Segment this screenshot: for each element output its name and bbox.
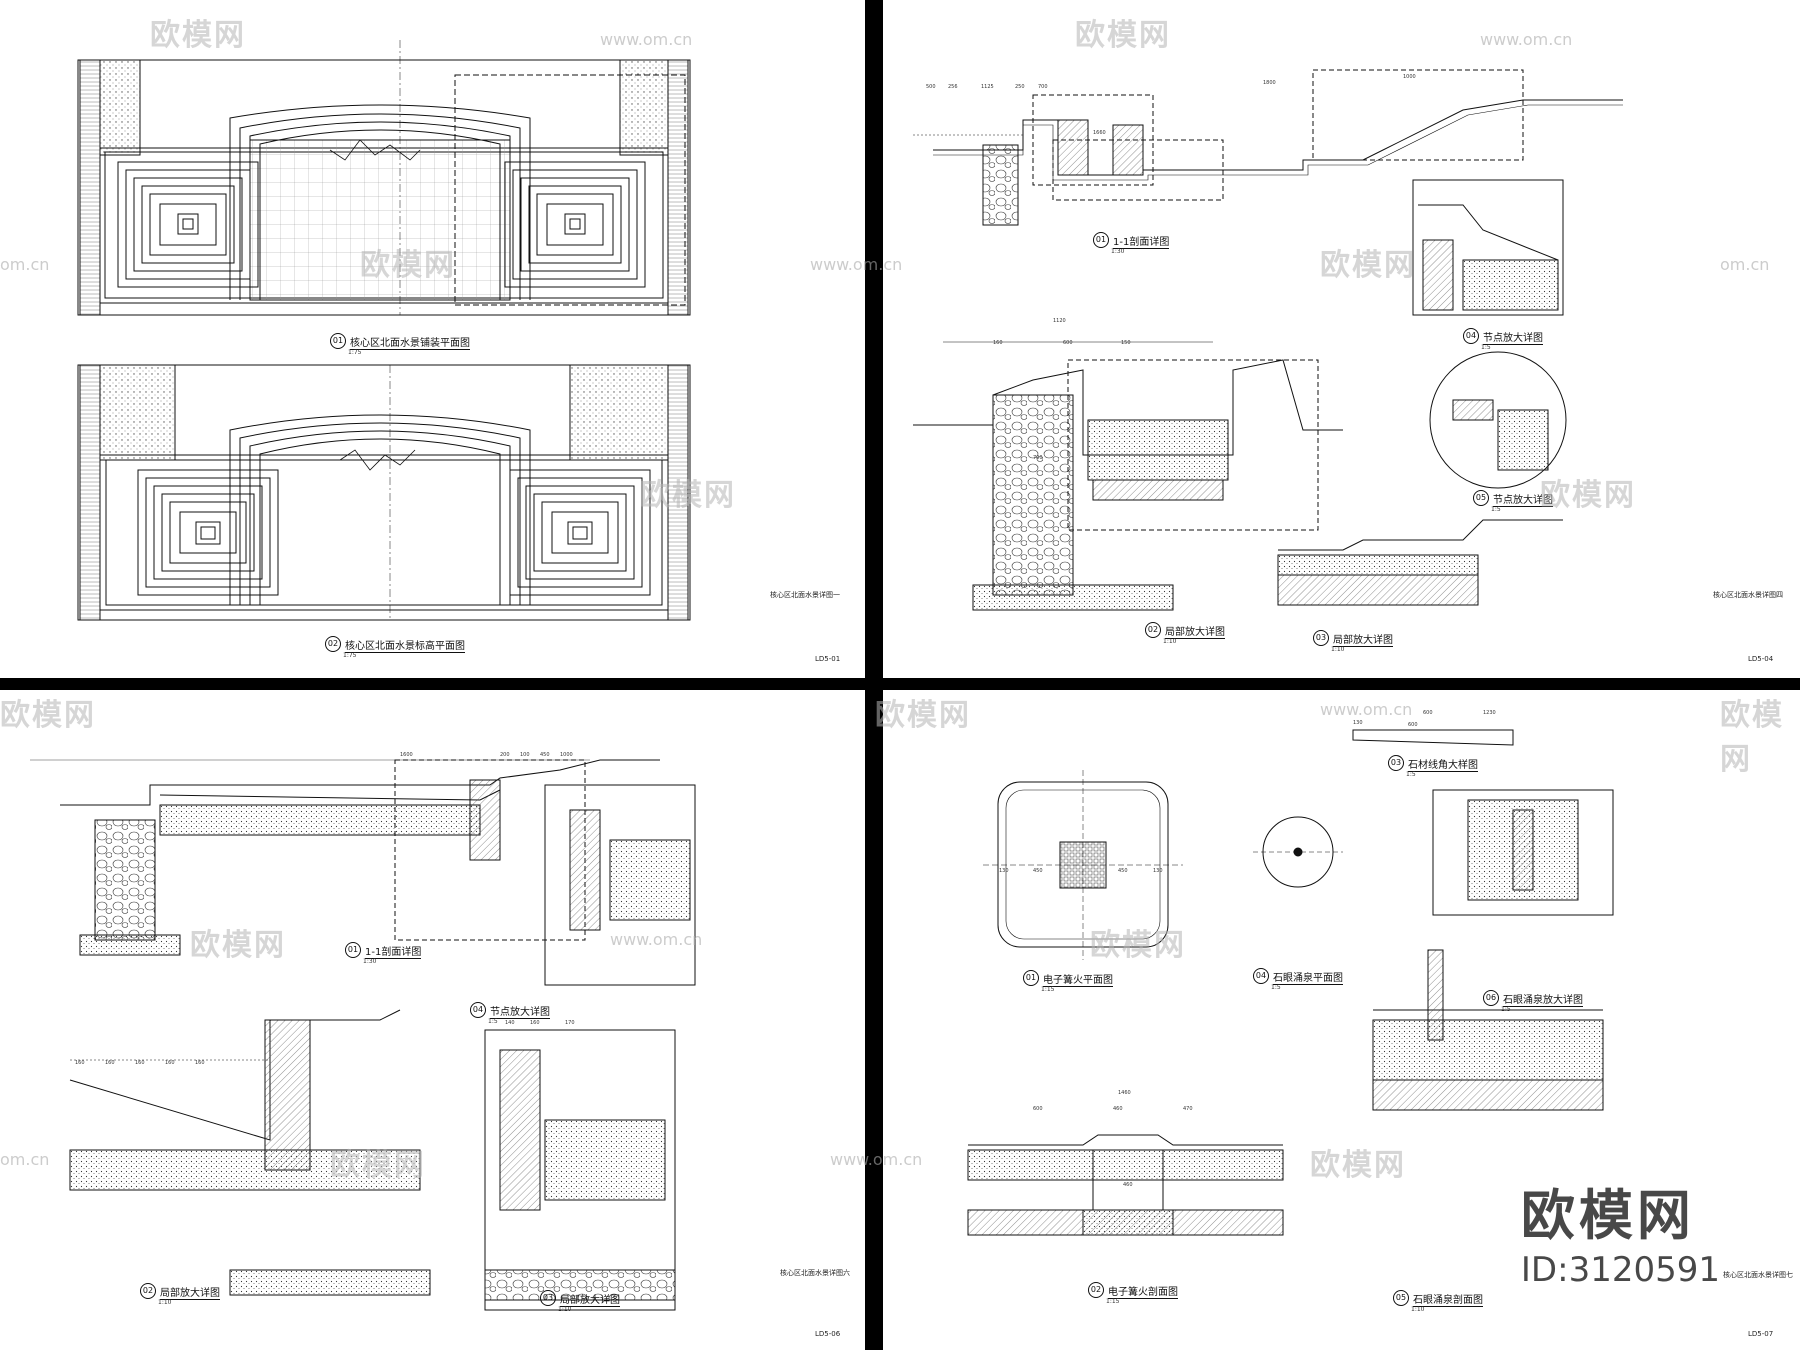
watermark-brand: 欧模网 [1540, 478, 1636, 513]
section-02 [967, 1134, 1284, 1236]
section-05 [1372, 949, 1604, 1111]
watermark-url: www.om.cn [610, 930, 703, 949]
section-drawings [913, 69, 1623, 611]
watermark-url: www.om.cn [830, 1150, 923, 1169]
sheet-code: LD5-01 [815, 655, 841, 663]
watermark-url: www.om.cn [600, 30, 693, 49]
sheet-name: 核心区北面水景详图四 [1713, 591, 1783, 599]
section-01 [30, 759, 660, 956]
sheet-code: LD5-06 [815, 1330, 841, 1338]
section-01 [913, 69, 1623, 226]
brand-id: ID:3120591 [1520, 1250, 1720, 1290]
detail-04 [1412, 179, 1564, 316]
detail-drawings [967, 729, 1614, 1236]
sheet-code: LD5-07 [1748, 1330, 1774, 1338]
plan-01 [983, 770, 1183, 960]
section-drawings [30, 759, 696, 1311]
plan-02 [77, 364, 691, 621]
section-02 [69, 1009, 431, 1296]
sheet-name: 核心区北面水景详图七 [1723, 1271, 1793, 1279]
section-02 [913, 341, 1343, 611]
plan-01 [77, 40, 691, 316]
sheet-code: LD5-04 [1748, 655, 1774, 663]
detail-05 [1429, 351, 1567, 489]
sheet-name: 核心区北面水景详图六 [780, 1269, 850, 1277]
watermark-url: om.cn [0, 1150, 50, 1169]
watermark-url: om.cn [0, 255, 50, 274]
detail-04 [544, 784, 696, 986]
watermark-brand: 欧模网 [1320, 248, 1416, 283]
watermark-brand: 欧模网 [875, 698, 971, 733]
watermark-brand: 欧模网 [1310, 1148, 1406, 1183]
section-03 [1277, 519, 1563, 606]
plan-04 [1253, 816, 1343, 888]
watermark-url: www.om.cn [810, 255, 903, 274]
watermark-brand: 欧模网 [190, 928, 286, 963]
watermark-brand: 欧模网 [330, 1148, 426, 1183]
watermark-brand: 欧模网 [360, 248, 456, 283]
detail-06 [1432, 789, 1614, 916]
watermark-brand: 欧模网 [640, 478, 736, 513]
watermark-brand: 欧模网 [150, 18, 246, 53]
watermark-brand: 欧模网 [1075, 18, 1171, 53]
watermark-url: www.om.cn [1480, 30, 1573, 49]
watermark-brand: 欧模网 [1720, 698, 1784, 777]
watermark-brand: 欧模网 [1090, 928, 1186, 963]
brand-logo-text: 欧模网 [1520, 1184, 1695, 1247]
section-03 [484, 1029, 676, 1311]
detail-03 [1352, 729, 1514, 746]
watermark-url: om.cn [1720, 255, 1770, 274]
sheet-name: 核心区北面水景详图一 [770, 591, 840, 599]
watermark-id-block: 欧模网 ID:3120591 [1521, 1171, 1720, 1290]
plan-drawings [77, 40, 691, 621]
watermark-brand: 欧模网 [0, 698, 96, 733]
watermark-url: www.om.cn [1320, 700, 1413, 719]
